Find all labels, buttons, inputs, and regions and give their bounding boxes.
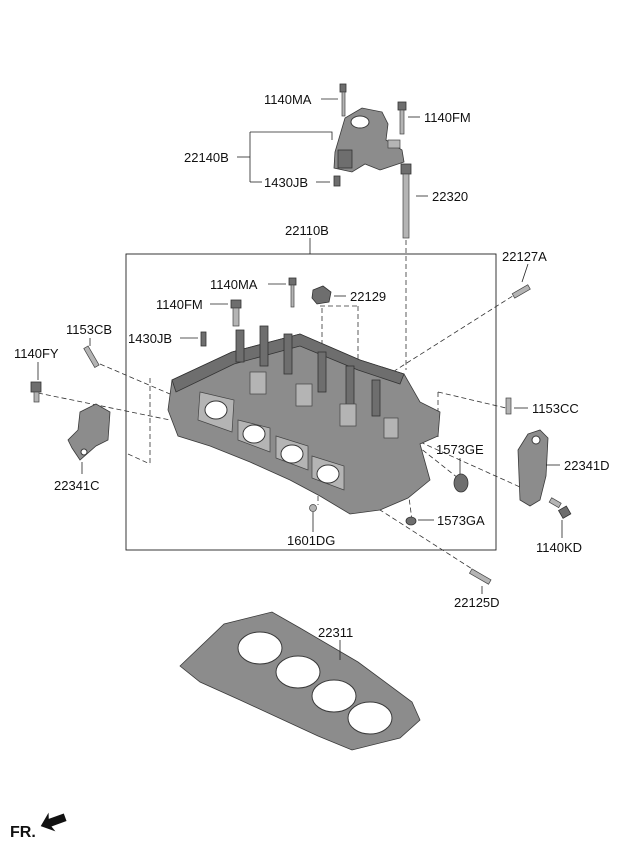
label-left-bolt: 1140FY xyxy=(14,346,59,361)
label-left-bracket: 22341C xyxy=(54,478,100,493)
label-head-gasket: 22311 xyxy=(318,625,353,640)
leader-lines xyxy=(37,98,563,660)
engine-bracket-part[interactable] xyxy=(333,107,405,173)
head-bolt-part[interactable] xyxy=(400,163,412,239)
label-plug-ga: 1573GA xyxy=(437,513,485,528)
lower-pin-part[interactable] xyxy=(468,568,492,585)
label-bracket-pin: 1430JB xyxy=(264,175,308,190)
plug-ge-part[interactable] xyxy=(453,473,469,493)
bracket-pin-part[interactable] xyxy=(333,175,341,187)
head-gasket-part[interactable] xyxy=(179,611,421,751)
label-head-bolt-ma: 1140MA xyxy=(210,277,258,292)
label-cylinder-head-assy: 22110B xyxy=(285,223,329,238)
left-bolt-part[interactable] xyxy=(30,381,42,403)
head-cap-part[interactable] xyxy=(311,285,332,305)
cylinder-head-frame xyxy=(125,253,497,551)
label-right-bolt: 1140KD xyxy=(536,540,582,555)
head-pin-right-part[interactable] xyxy=(511,284,531,299)
right-bracket-part[interactable] xyxy=(517,429,549,507)
bracket-bolt-upper-part[interactable] xyxy=(339,83,347,117)
label-ball-plug: 1601DG xyxy=(287,533,335,548)
front-indicator-text: FR. xyxy=(10,824,36,841)
label-plug-ge: 1573GE xyxy=(436,442,484,457)
label-head-cap: 22129 xyxy=(350,289,386,304)
label-bracket-bolt-right: 1140FM xyxy=(424,110,471,125)
right-pin-part[interactable] xyxy=(505,397,512,415)
label-head-dowel: 1430JB xyxy=(128,331,172,346)
label-lower-pin: 22125D xyxy=(454,595,500,610)
bracket-bolt-right-part[interactable] xyxy=(397,101,407,135)
label-engine-bracket: 22140B xyxy=(184,150,229,165)
label-head-pin-left: 1153CB xyxy=(66,322,112,337)
label-right-pin: 1153CC xyxy=(532,401,579,416)
label-head-bolt: 22320 xyxy=(432,189,468,204)
plug-ga-part[interactable] xyxy=(405,516,417,526)
label-head-pin-right: 22127A xyxy=(502,249,547,264)
right-bolt-part[interactable] xyxy=(548,497,572,519)
front-arrow-icon xyxy=(40,812,67,832)
label-head-bolt-fm: 1140FM xyxy=(156,297,203,312)
head-pin-left-part[interactable] xyxy=(83,345,100,369)
left-bracket-part[interactable] xyxy=(67,403,111,461)
head-bolt-fm-part[interactable] xyxy=(230,299,242,327)
cylinder-head-part[interactable] xyxy=(167,325,441,515)
label-right-bracket: 22341D xyxy=(564,458,610,473)
head-bolt-ma-part[interactable] xyxy=(288,277,297,308)
ball-plug-part[interactable] xyxy=(309,504,317,512)
head-dowel-part[interactable] xyxy=(200,331,207,347)
label-bracket-bolt-upper: 1140MA xyxy=(264,92,312,107)
